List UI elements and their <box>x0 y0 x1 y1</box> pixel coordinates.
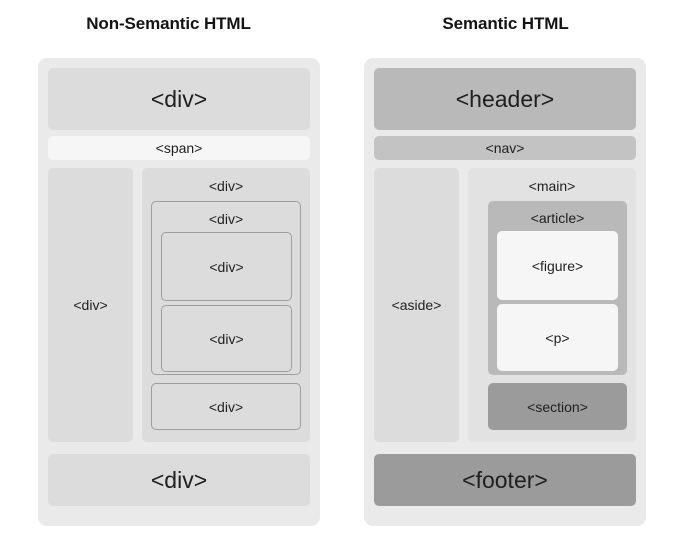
box-label-div-sidebar: <div> <box>73 297 108 313</box>
box-label-header: <header> <box>455 85 555 112</box>
box-header: <header> <box>374 68 636 130</box>
box-div-sidebar-column: <div> <box>48 168 133 442</box>
box-figure: <figure> <box>497 231 618 300</box>
semantic-layout-card: <header> <nav> <aside> <main> <article> … <box>364 58 646 526</box>
box-paragraph: <p> <box>497 304 618 371</box>
box-footer: <footer> <box>374 454 636 506</box>
panel-title-non-semantic: Non-Semantic HTML <box>86 14 251 33</box>
box-label-div-nested-2a: <div> <box>209 258 244 275</box>
box-label-section: <section> <box>527 398 588 415</box>
box-span: <span> <box>48 136 310 160</box>
box-label-div-nested-2b: <div> <box>209 330 244 347</box>
box-label-div-footer: <div> <box>150 466 208 493</box>
semantic-html-panel: Semantic HTML <header> <nav> <aside> <ma… <box>337 0 674 556</box>
box-div-sibling: <div> <box>151 383 301 430</box>
box-label-footer: <footer> <box>462 466 548 493</box>
box-div-footer: <div> <box>48 454 310 506</box>
non-semantic-layout-card: <div> <span> <div> <div> <div> <div> <di… <box>38 58 320 526</box>
box-article: <article> <figure> <p> <box>488 201 627 375</box>
box-label-aside: <aside> <box>391 297 442 313</box>
box-div-nested-2b: <div> <box>161 305 292 372</box>
box-div-content-column: <div> <div> <div> <div> <div> <box>142 168 310 442</box>
box-div-nested-1: <div> <div> <div> <box>151 201 301 375</box>
box-nav: <nav> <box>374 136 636 160</box>
box-section: <section> <box>488 383 627 430</box>
box-label-div-sibling: <div> <box>208 398 244 415</box>
box-label-span: <span> <box>155 140 203 156</box>
panel-title-semantic: Semantic HTML <box>442 14 569 33</box>
box-label-nav: <nav> <box>485 140 525 156</box>
box-label-paragraph: <p> <box>545 329 570 346</box>
box-div-nested-2a: <div> <box>161 232 292 301</box>
non-semantic-html-panel: Non-Semantic HTML <div> <span> <div> <di… <box>38 14 320 526</box>
box-label-div-header: <div> <box>150 85 208 112</box>
box-aside: <aside> <box>374 168 459 442</box>
box-div-header: <div> <box>48 68 310 130</box>
box-label-figure: <figure> <box>531 257 584 274</box>
box-main: <main> <article> <figure> <p> <section> <box>468 168 636 442</box>
